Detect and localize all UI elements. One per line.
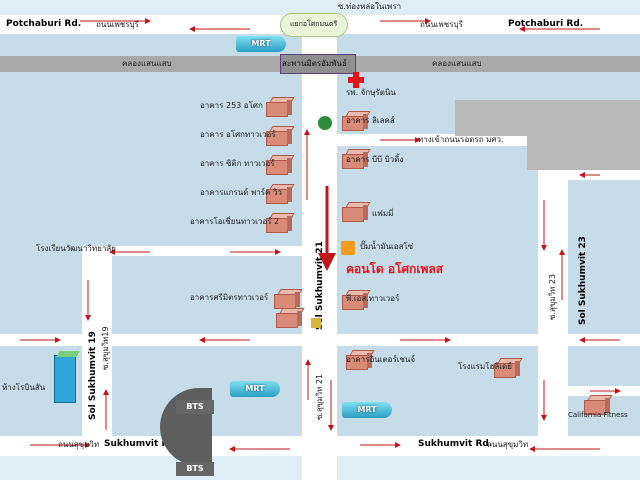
canal-left-label: คลองแสนแสบ <box>122 59 172 68</box>
cross-road <box>0 334 640 346</box>
east-lane <box>568 170 640 180</box>
tree-icon <box>318 116 332 130</box>
asok-tower-label: อาคาร อโศกทาวเวอร์ <box>200 130 276 139</box>
srimitr-tower-label: อาคารศรีมิตรทาวเวอร์ <box>190 293 269 302</box>
soi-23-label-en: Sol Sukhumvit 23 <box>578 236 588 325</box>
mrt-badge: MRT <box>230 381 280 397</box>
building-icon <box>266 213 295 233</box>
building-icon <box>494 358 523 378</box>
building-icon <box>342 202 371 222</box>
soi-19-label-th: ซ.สุขุมวิท19 <box>101 326 110 370</box>
mrt-badge: MRT <box>236 36 286 52</box>
building-icon <box>342 111 371 131</box>
bottom-west-road-th: ถนนสุขุมวิท <box>58 440 100 449</box>
side-road <box>337 134 527 146</box>
top-west-road-th: ถนนเพชรบุรี <box>96 20 139 29</box>
soi-19-label-en: Sol Sukhumvit 19 <box>88 331 98 420</box>
soi-23-road <box>538 170 568 436</box>
bridge-deck <box>280 54 356 74</box>
bottom-west-road-en: Sukhumvit Rd. <box>104 439 179 449</box>
canal-right-label: คลองแสนแสบ <box>432 59 482 68</box>
junction-circle <box>280 13 348 37</box>
gray-lot-south <box>527 136 640 170</box>
condo-label: คอนโด อโศกเพลส <box>346 262 444 276</box>
family-label: แฟมมี่ <box>372 209 394 218</box>
bridge-label: สะพานมิตรอัมพันธ์ <box>282 59 347 68</box>
soi-21-label-th: ซ.สุขุมวิท 21 <box>315 373 324 420</box>
soi-19-road <box>82 246 112 436</box>
bts-badge: BTS <box>176 400 214 414</box>
bottom-east-road-th: ถนนสุขุมวิท <box>487 440 529 449</box>
hotel-label: โรงแรมโฮลิเดย์ <box>458 362 512 371</box>
mrt-badge: MRT <box>342 402 392 418</box>
citi-tower-label: อาคาร ซิติก ทาวเวอร์ <box>200 159 275 168</box>
building-253-label: อาคาร 253 อโศก <box>200 101 263 110</box>
school-lane <box>82 246 302 256</box>
hospital-cross-icon <box>348 72 364 88</box>
top-west-road-en: Potchaburi Rd. <box>6 19 82 29</box>
side-road-label: ทางเข้าถนนรอดรถ มศว. <box>418 135 504 144</box>
bottom-east-road-en: Sukhumvit Rd. <box>418 439 493 449</box>
robinson-label: ห้างโรบินสัน <box>2 383 46 392</box>
lakeview-label: อาคาร ลิเลคส์ <box>346 116 395 125</box>
grand-tower-label: อาคารแกรนด์ พาร์ค วิว <box>200 188 282 197</box>
building-icon <box>266 155 295 175</box>
junction-label: แยกอโศกมนตรี <box>290 20 338 28</box>
bts-badge: BTS <box>176 462 214 476</box>
building-icon <box>266 97 295 117</box>
building-icon <box>346 350 375 370</box>
gas-station-icon <box>341 241 355 255</box>
interchange-label: อาคารอินเตอร์เชนจ์ <box>346 355 416 364</box>
top-east-road-th: ถนนเพชรบุรี <box>420 20 463 29</box>
building-icon <box>584 395 613 415</box>
building-icon <box>276 308 305 328</box>
gas-station-label: ปั๊มน้ำมันเอสโซ่ <box>360 242 414 251</box>
fitness-label: California Fitness <box>568 411 628 419</box>
robinson-building-icon <box>54 355 76 403</box>
ps-marker-icon <box>311 318 321 328</box>
building-icon <box>342 290 371 310</box>
top-east-road-en: Potchaburi Rd. <box>508 19 584 29</box>
building-icon <box>266 184 295 204</box>
building-icon <box>342 149 371 169</box>
building-icon <box>274 289 303 309</box>
ps-tower-label: พี.เอส.ทาวเวอร์ <box>346 294 400 303</box>
gray-lot-north <box>455 100 640 136</box>
building-icon <box>266 126 295 146</box>
block-west <box>0 72 302 334</box>
ocean-tower-label: อาคารโอเชี่ยนทาวเวอร์ 2 <box>190 217 280 226</box>
bb-building-label: อาคาร บีบี บิวดิ้ง <box>346 155 404 164</box>
soi-21-label-en: Sol Sukhumvit 21 <box>315 241 325 330</box>
hospital-label: รพ. จักษุรัตนิน <box>346 88 396 97</box>
soi-23-label-th: ซ.สุขุมวิท 23 <box>548 273 557 320</box>
school-label: โรงเรียนวัฒนาวิทยาลัย <box>36 244 116 253</box>
top-north-road: ซ.ท่องหล่อในเพรา <box>338 2 402 11</box>
robinson-roof <box>56 351 80 357</box>
